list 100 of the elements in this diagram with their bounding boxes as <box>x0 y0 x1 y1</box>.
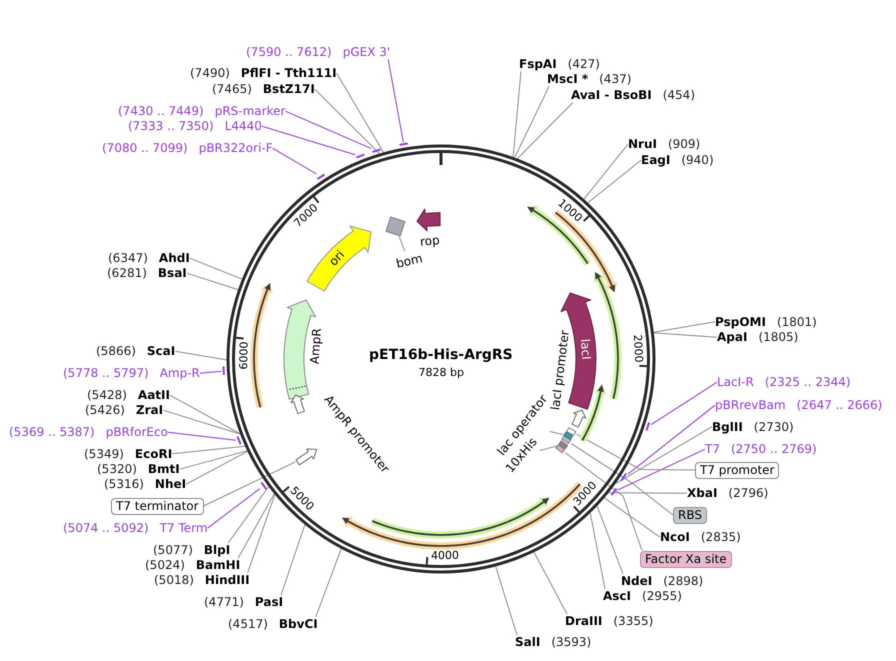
leader-line <box>315 548 342 618</box>
feature-label: ori <box>326 248 348 269</box>
feature-label: AmpR <box>307 328 324 365</box>
primer-name: pBRrevBam <box>715 398 786 412</box>
feature-tag: T7 terminator <box>111 498 204 514</box>
leader-line <box>228 486 270 544</box>
site-position: (5866) <box>96 344 136 358</box>
enzyme-name: PflFI - Tth111I <box>240 66 337 80</box>
enzyme-name: BstZ17I <box>262 82 315 96</box>
primer-name: pBR322ori-F <box>198 141 273 156</box>
primer-name: LacI-R <box>717 375 754 390</box>
leader-line <box>604 497 660 538</box>
leader-line <box>314 88 380 154</box>
primer-range: (7080 .. 7099) <box>102 141 188 156</box>
leader-line <box>261 126 356 156</box>
enzyme-name: BlpI <box>204 543 230 558</box>
enzyme-name: AscI <box>603 589 632 604</box>
leader-line <box>186 272 239 290</box>
primer-range: (2325 .. 2344) <box>764 375 851 390</box>
feature-label: bom <box>394 251 424 272</box>
primer-range: (5074 .. 5092) <box>63 521 149 536</box>
enzyme-name: AvaI - BsoBI <box>571 88 652 102</box>
leader-line <box>583 144 628 200</box>
primer-name: T7 Term <box>160 521 208 536</box>
enzyme-name: SalI <box>515 635 540 650</box>
primer-range: (2647 .. 2666) <box>796 398 882 412</box>
leader-line <box>653 332 718 338</box>
enzyme-name: HindIII <box>204 573 250 588</box>
leader-line <box>549 431 564 436</box>
leader-line <box>398 236 406 252</box>
leader-line <box>172 446 246 454</box>
plasmid-name: pET16b-His-ArgRS <box>369 346 513 364</box>
feature-label: lacI <box>578 338 594 360</box>
site-position: (454) <box>662 88 696 102</box>
primer-range: (5778 .. 5797) <box>63 366 149 380</box>
leader-line <box>587 160 642 204</box>
leader-line <box>388 58 404 143</box>
site-position: (6347) <box>108 251 148 266</box>
enzyme-name: PasI <box>254 595 284 610</box>
primer-name: pRS-marker <box>214 104 286 118</box>
enzyme-name: BglII <box>712 420 743 434</box>
leader-line <box>247 494 276 574</box>
leader-line <box>336 72 384 153</box>
feature-tag: Factor Xa site <box>640 550 732 568</box>
site-position: (5077) <box>153 543 193 558</box>
primer-range: (7430 .. 7449) <box>118 104 204 118</box>
leader-line <box>516 102 574 160</box>
enzyme-name: ScaI <box>146 344 176 358</box>
site-position: (2955) <box>642 589 682 604</box>
enzyme-name: DraIII <box>565 614 602 628</box>
leader-line <box>576 434 696 470</box>
site-position: (427) <box>568 57 600 72</box>
site-position: (437) <box>599 72 632 86</box>
leader-line <box>174 350 227 360</box>
feature-tag: RBS <box>673 506 707 524</box>
leader-line <box>650 382 718 426</box>
site-position: (2730) <box>754 420 794 434</box>
leader-line <box>570 443 674 516</box>
leader-line <box>514 86 550 158</box>
site-position: (7490) <box>190 66 230 80</box>
enzyme-name: NdeI <box>621 574 652 588</box>
feature-tag: T7 promoter <box>695 462 780 478</box>
primer-range: (2750 .. 2769) <box>730 442 817 456</box>
site-position: (2796) <box>728 486 768 500</box>
site-position: (3355) <box>613 614 654 628</box>
feature-label: lacI promoter <box>548 329 572 411</box>
enzyme-name: FspAI <box>519 57 557 72</box>
enzyme-name: EagI <box>641 153 670 168</box>
leader-line <box>186 450 248 485</box>
leader-line <box>615 426 712 484</box>
site-position: (5316) <box>104 477 144 492</box>
enzyme-name: PspOMI <box>715 314 766 329</box>
site-position: (7465) <box>212 82 252 96</box>
site-position: (4771) <box>204 595 244 610</box>
enzyme-name: BmtI <box>148 462 180 476</box>
scale-label: 2000 <box>630 334 646 364</box>
primer-name: Amp-R <box>160 366 200 380</box>
leader-line <box>179 450 248 470</box>
leader-line <box>167 432 236 441</box>
enzyme-name: ApaI <box>717 330 748 344</box>
leader-line <box>169 394 240 434</box>
site-position: (5018) <box>154 573 194 588</box>
primer-name: pBRforEco <box>106 425 168 440</box>
site-position: (5024) <box>145 558 185 572</box>
leader-line <box>162 410 241 434</box>
leader-line <box>534 552 568 614</box>
primer-name: T7 <box>705 442 720 456</box>
primer-name: pGEX 3' <box>342 45 390 60</box>
leader-line <box>653 321 716 333</box>
primer-range: (5369 .. 5387) <box>9 425 95 440</box>
leader-line <box>203 461 296 506</box>
leader-line <box>280 524 306 596</box>
site-position: (2835) <box>700 530 741 544</box>
site-position: (3593) <box>551 635 592 650</box>
site-position: (909) <box>668 137 700 152</box>
leader-line <box>495 566 518 636</box>
leader-line <box>596 506 624 574</box>
enzyme-name: NcoI <box>660 530 690 544</box>
enzyme-name: NruI <box>628 137 657 152</box>
leader-line <box>272 148 317 174</box>
